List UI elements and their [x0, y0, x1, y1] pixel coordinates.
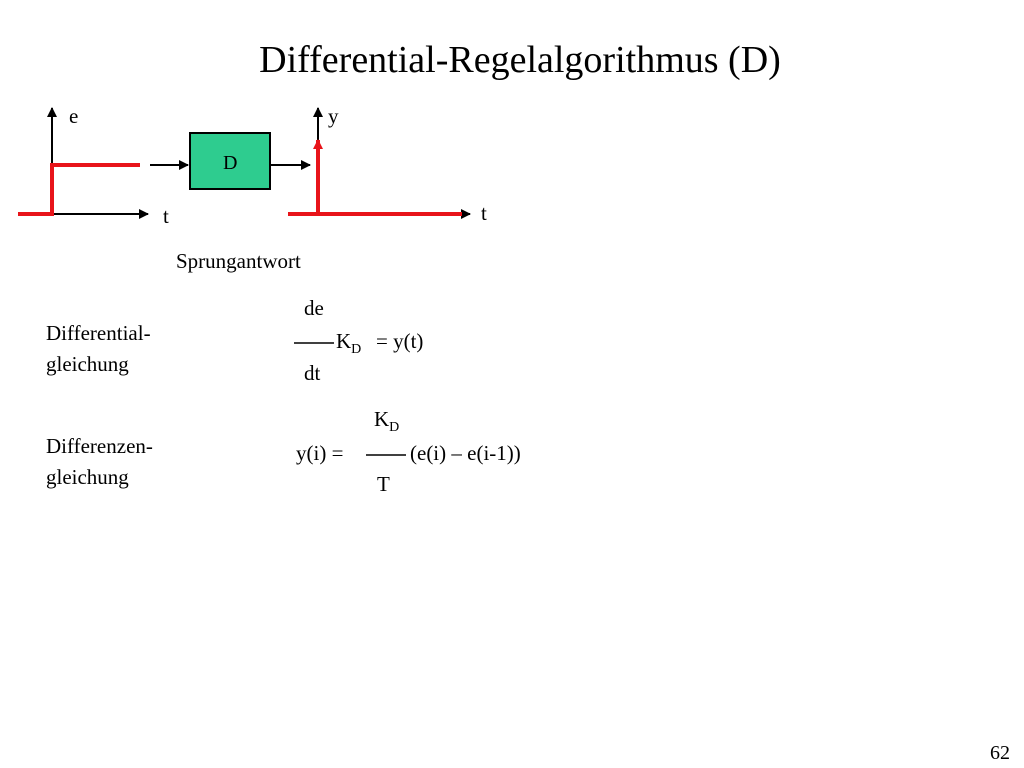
difference-denominator: T — [377, 472, 390, 496]
differential-numerator: de — [304, 296, 324, 320]
difference-rhs: (e(i) – e(i-1)) — [410, 441, 521, 465]
input-axis-label: e — [69, 104, 79, 128]
input-step-signal — [18, 163, 140, 216]
output-axis-label: y — [328, 104, 339, 128]
d-block-label: D — [223, 152, 238, 174]
difference-label-line1: Differenzen- — [46, 434, 153, 458]
differential-label-line1: Differential- — [46, 321, 151, 345]
differential-denominator: dt — [304, 361, 321, 385]
page-number: 62 — [990, 742, 1010, 764]
difference-lhs: y(i) = — [296, 441, 344, 465]
differential-label-line2: gleichung — [46, 352, 129, 376]
difference-numerator: KD — [374, 407, 400, 435]
diagram-caption: Sprungantwort — [176, 249, 301, 273]
input-time-label: t — [163, 204, 169, 228]
differential-rhs: = y(t) — [376, 329, 424, 353]
output-time-label: t — [481, 201, 487, 225]
d-block — [189, 132, 271, 190]
differential-factor: KD — [336, 329, 362, 357]
slide-title: Differential-Regelalgorithmus (D) — [259, 39, 781, 81]
difference-label-line2: gleichung — [46, 465, 129, 489]
